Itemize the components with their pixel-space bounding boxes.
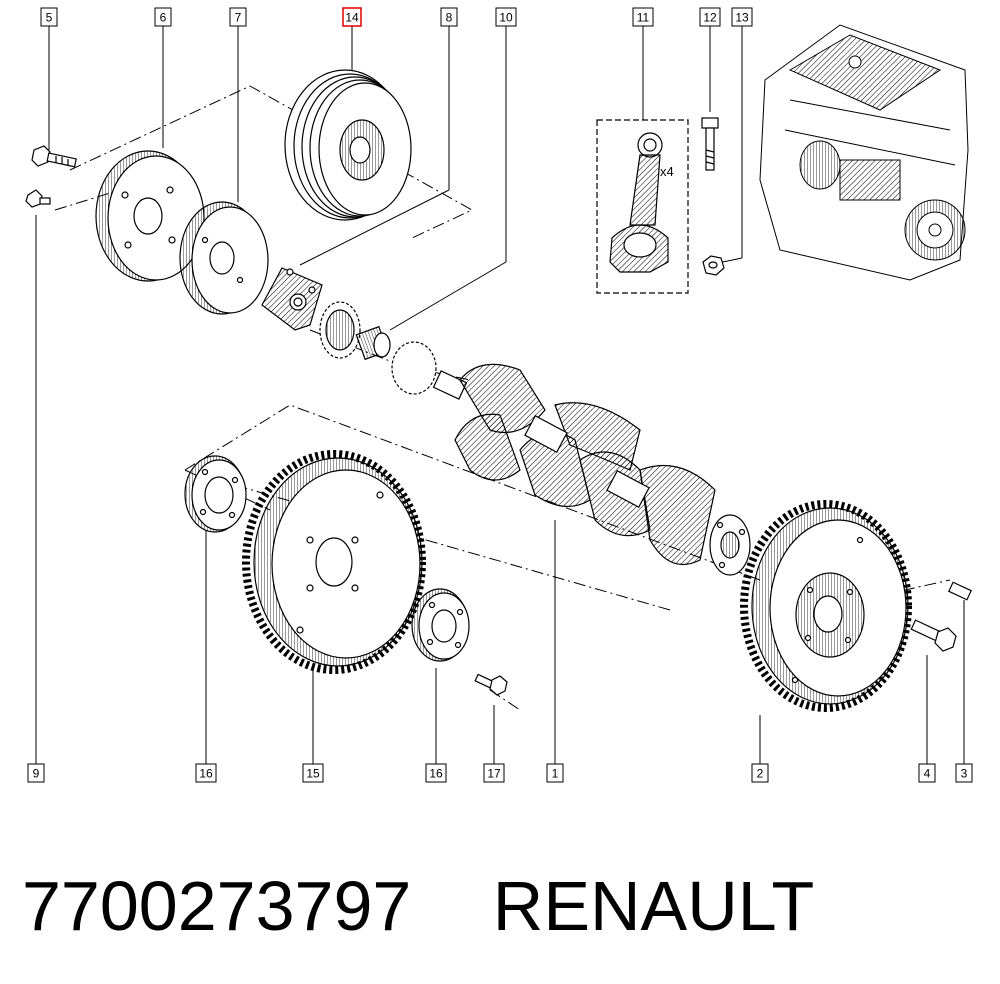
svg-text:16: 16 [199,767,213,781]
pulley-part-7[interactable] [179,201,269,315]
callout-14-highlighted[interactable]: 14 [342,7,362,27]
callout-15[interactable]: 15 [302,763,324,783]
flywheel-part-2[interactable] [740,500,912,712]
screw-part-5[interactable] [31,145,77,168]
callout-4[interactable]: 4 [918,763,936,783]
callout-7[interactable]: 7 [229,7,247,27]
svg-text:3: 3 [961,767,968,781]
callout-2[interactable]: 2 [751,763,769,783]
svg-text:9: 9 [33,767,40,781]
screw-part-9[interactable] [25,189,51,208]
flywheel-part-15[interactable] [242,450,426,674]
svg-text:14: 14 [345,11,359,25]
callout-1[interactable]: 1 [546,763,564,783]
bolt-part-17[interactable] [474,673,508,696]
svg-text:7: 7 [235,11,242,25]
footer-caption: 7700273797 RENAULT [22,856,982,956]
brand-name: RENAULT [492,867,815,945]
callout-11[interactable]: 11 [632,7,654,27]
callout-17[interactable]: 17 [483,763,505,783]
svg-text:1: 1 [552,767,559,781]
callout-16-left[interactable]: 16 [195,763,217,783]
callout-6[interactable]: 6 [154,7,172,27]
svg-text:2: 2 [757,767,764,781]
svg-text:4: 4 [924,767,931,781]
svg-text:5: 5 [46,11,53,25]
svg-text:10: 10 [499,11,513,25]
svg-text:17: 17 [487,767,501,781]
svg-text:12: 12 [703,11,717,25]
svg-text:11: 11 [637,11,650,25]
spacer-plate-part-16-right[interactable] [411,588,470,662]
dowel-pin-part-3[interactable] [948,581,972,601]
callout-3[interactable]: 3 [955,763,973,783]
callout-9[interactable]: 9 [27,763,45,783]
callout-labels: 5 6 7 14 8 10 11 12 [27,7,973,783]
svg-text:16: 16 [429,767,443,781]
connecting-rod-part-11[interactable]: x4 [596,119,689,294]
svg-text:6: 6 [160,11,167,25]
svg-text:8: 8 [446,11,453,25]
callout-10[interactable]: 10 [495,7,517,27]
svg-text:15: 15 [306,767,320,781]
callout-5[interactable]: 5 [40,7,58,27]
rod-quantity-label: x4 [660,164,674,179]
svg-text:13: 13 [735,11,749,25]
callout-13[interactable]: 13 [731,7,753,27]
pulley-part-14[interactable] [284,69,412,221]
part-number: 7700273797 [22,867,412,945]
bolt-part-4[interactable] [910,619,957,652]
callout-16-right[interactable]: 16 [425,763,447,783]
sprocket-part-10[interactable] [319,301,437,395]
rod-nut-part-13[interactable] [702,255,725,276]
crankshaft-part-1[interactable] [432,363,751,576]
bracket-part-8[interactable] [261,267,323,331]
spacer-plate-part-16-left[interactable] [184,455,247,533]
leader-lines [35,26,965,764]
callout-12[interactable]: 12 [699,7,721,27]
engine-thumbnail [759,24,969,281]
rod-bolt-part-12[interactable] [701,117,719,171]
callout-8[interactable]: 8 [440,7,458,27]
